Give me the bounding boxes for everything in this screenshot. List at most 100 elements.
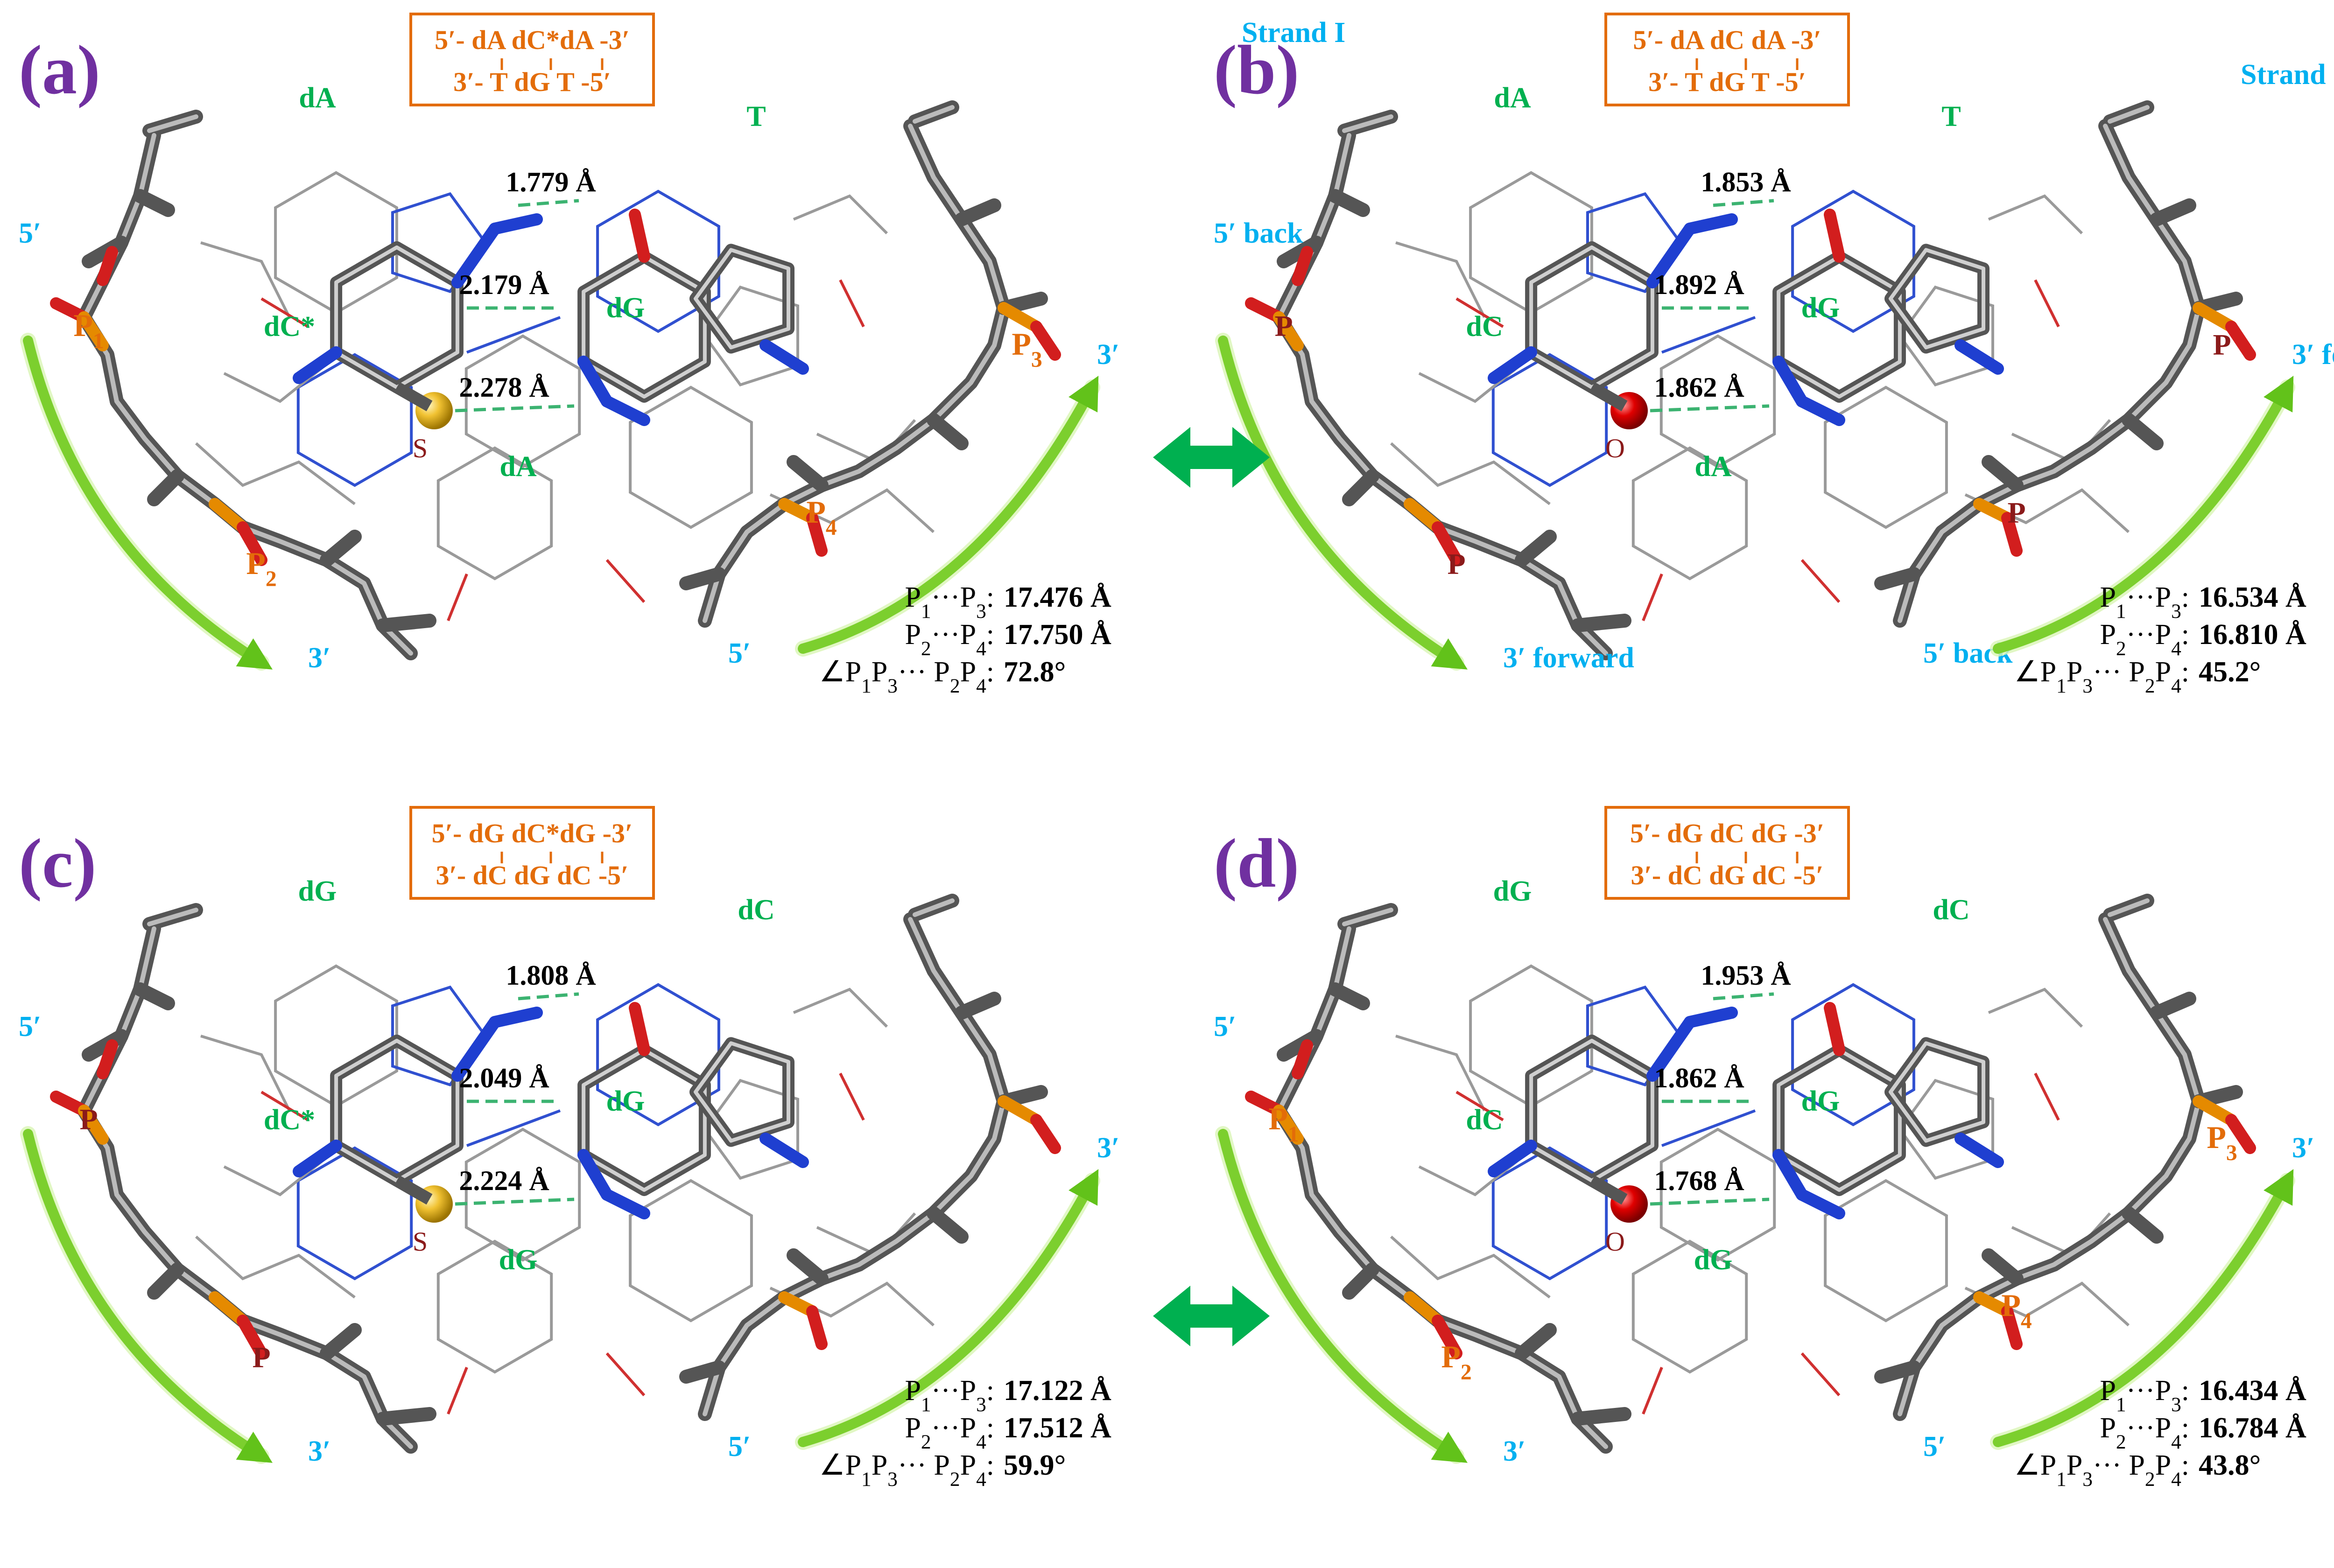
sequence-bottom-strand: 3′- dC dG dC -5′ — [1631, 860, 1824, 890]
wireframe-layer — [195, 171, 935, 622]
phosphorus-label-3: P — [2213, 328, 2231, 361]
strand-right-backbone — [1874, 100, 2256, 628]
base-label-bottom: dG — [1694, 1244, 1733, 1276]
strand-left-backbone — [50, 110, 436, 660]
base-label-paired-left: dC* — [264, 311, 315, 343]
sequence-top-strand: 5′- dA dC*dA -3′ — [435, 25, 630, 55]
base-label-paired-right: dG — [606, 292, 645, 324]
hbond-distance-2: 2.179 Å — [459, 269, 549, 300]
base-pair — [293, 209, 809, 429]
phosphorus-label-4: P — [2007, 496, 2025, 529]
measurement-value-1: 16.534 Å — [2199, 581, 2306, 613]
phosphorus-label-2: P — [252, 1341, 270, 1374]
measurement-value-1: 17.476 Å — [1004, 581, 1111, 613]
base-label-top-right: T — [746, 101, 766, 133]
strand-end-left-top: 5′ back — [1214, 217, 1303, 249]
phosphorus-label-4: P4 — [806, 494, 837, 540]
panel-label: (b) — [1214, 31, 1299, 109]
base-label-top-right: dC — [738, 894, 774, 926]
heteroatom-label: O — [1605, 1226, 1625, 1257]
measurement-value-1: 17.122 Å — [1004, 1375, 1111, 1407]
strand-left-backbone — [1245, 903, 1631, 1454]
geometry-measurements: P1···P3:16.534 ÅP2···P4:16.810 Å∠P1P3···… — [2014, 581, 2306, 697]
base-label-top-left: dG — [298, 875, 337, 907]
exchange-arrow-icon-bottom — [1153, 1286, 1270, 1346]
sequence-box: 5′- dG dC dG -3′ 3′- dC dG dC -5′ — [1604, 806, 1850, 900]
panel-c: (c)S1.808 Å2.049 Å2.224 ÅdGdCdC*dGdG5′- … — [19, 806, 1119, 1491]
strand-end-right-bottom: 5′ — [728, 1431, 751, 1463]
panel-label: (c) — [19, 825, 96, 902]
base-label-top-right: T — [1941, 101, 1961, 133]
measurement-value-3: 72.8° — [1004, 656, 1066, 688]
hbond-distance-3: 1.768 Å — [1654, 1165, 1744, 1196]
phosphorus-label-1: P1 — [1268, 1101, 1299, 1147]
sequence-box: 5′- dA dC dA -3′3′- T dG T -5′ — [1604, 13, 1850, 106]
base-label-paired-left: dC — [1466, 1104, 1503, 1136]
strand-left-backbone — [50, 903, 436, 1454]
base-label-paired-right: dG — [606, 1085, 645, 1117]
sequence-box: 5′- dG dC*dG -3′ 3′- dC dG dC -5′ — [409, 806, 655, 900]
strand-right-backbone — [679, 100, 1061, 628]
measurement-label-3: ∠P1P3··· P2P4: — [819, 656, 994, 697]
heteroatom-label: O — [1605, 433, 1625, 463]
measurement-value-2: 16.784 Å — [2199, 1412, 2306, 1444]
strand-right-backbone — [679, 894, 1061, 1421]
geometry-measurements: P1···P3:16.434 ÅP2···P4:16.784 Å∠P1P3···… — [2014, 1375, 2306, 1491]
panel-label: (a) — [19, 31, 100, 109]
measurement-value-3: 59.9° — [1004, 1449, 1066, 1481]
strand-direction-arrows — [20, 1126, 1100, 1464]
strand-direction-arrows — [1215, 333, 2295, 671]
hbond-distance-2: 2.049 Å — [459, 1063, 549, 1093]
base-label-top-left: dG — [1493, 875, 1532, 907]
strand-right-backbone — [1874, 894, 2256, 1421]
strand-end-right-top: 3′ forward — [2292, 339, 2334, 371]
base-label-paired-right: dG — [1801, 1085, 1840, 1117]
strand-end-left-top: 5′ — [1214, 1011, 1236, 1043]
strand-end-left-bottom: 3′ — [1503, 1435, 1526, 1467]
geometry-measurements: P1···P3:17.476 ÅP2···P4:17.750 Å∠P1P3···… — [819, 581, 1111, 697]
measurement-label-3: ∠P1P3··· P2P4: — [2014, 656, 2189, 697]
hbond-distance-3: 1.862 Å — [1654, 372, 1744, 403]
sequence-top-strand: 5′- dG dC dG -3′ — [1630, 818, 1824, 848]
heteroatom-label: S — [413, 433, 428, 463]
strand-end-right-bottom: 5′ — [728, 637, 751, 669]
measurement-label-1: P1···P3: — [2100, 581, 2189, 623]
measurement-label-1: P1···P3: — [905, 1375, 994, 1416]
strand-end-right-top: 3′ — [1097, 1132, 1119, 1164]
strand-label-2: Strand II — [2241, 59, 2334, 91]
strand-direction-arrows — [1215, 1126, 2295, 1464]
measurement-label-2: P2···P4: — [2100, 619, 2189, 660]
strand-left-backbone — [1245, 110, 1631, 660]
base-pair — [1488, 209, 2004, 429]
strand-end-left-top: 5′ — [19, 217, 41, 249]
measurement-label-3: ∠P1P3··· P2P4: — [2014, 1449, 2189, 1491]
hbond-distance-2: 1.862 Å — [1654, 1063, 1744, 1093]
base-label-bottom: dG — [499, 1244, 538, 1276]
strand-label-1: Strand I — [1242, 17, 1345, 49]
hbond-distance-1: 1.853 Å — [1701, 167, 1791, 197]
base-label-paired-left: dC* — [264, 1104, 315, 1136]
sequence-top-strand: 5′- dG dC*dG -3′ — [432, 818, 633, 848]
hbond-distance-3: 2.224 Å — [459, 1165, 549, 1196]
sequence-bottom-strand: 3′- T dG T -5′ — [1648, 67, 1806, 97]
hbond-distance-3: 2.278 Å — [459, 372, 549, 403]
phosphorus-label-2: P — [1447, 547, 1465, 581]
base-label-paired-right: dG — [1801, 292, 1840, 324]
hbond-distance-2: 1.892 Å — [1654, 269, 1744, 300]
phosphorus-label-3: P3 — [1012, 326, 1042, 372]
phosphorus-label-2: P2 — [1441, 1339, 1471, 1385]
strand-end-right-top: 3′ — [1097, 339, 1119, 371]
phosphorus-label-3: P3 — [2207, 1120, 2237, 1165]
hydrogen-bonds — [455, 992, 579, 1206]
measurement-label-1: P1···P3: — [905, 581, 994, 623]
strand-end-right-top: 3′ — [2292, 1132, 2314, 1164]
measurement-value-3: 45.2° — [2199, 656, 2261, 688]
sequence-bottom-strand: 3′- dC dG dC -5′ — [436, 860, 629, 890]
panel-label: (d) — [1214, 825, 1299, 902]
exchange-arrow-icon-top — [1153, 427, 1270, 488]
strand-direction-arrows — [20, 333, 1100, 671]
measurement-value-2: 17.750 Å — [1004, 619, 1111, 651]
